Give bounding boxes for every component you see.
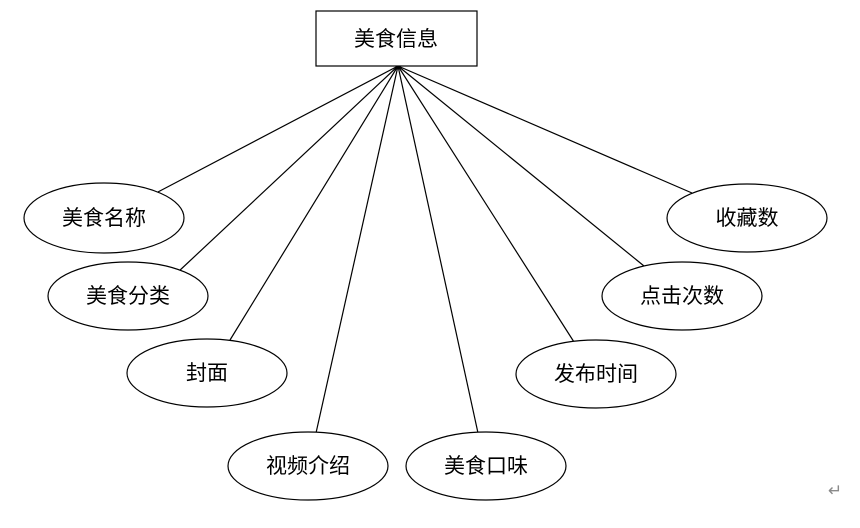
attribute-favorites: 收藏数 bbox=[666, 183, 828, 253]
entity-label: 美食信息 bbox=[354, 27, 438, 51]
paragraph-mark-icon: ↵ bbox=[828, 481, 843, 501]
connector-name bbox=[155, 65, 399, 194]
connector-publish-time bbox=[397, 65, 575, 343]
connector-taste bbox=[397, 65, 479, 434]
attribute-category: 美食分类 bbox=[47, 261, 209, 331]
attribute-label: 发布时间 bbox=[554, 362, 638, 386]
connector-clicks bbox=[397, 65, 645, 267]
attribute-label: 美食口味 bbox=[444, 454, 528, 478]
attribute-clicks: 点击次数 bbox=[601, 261, 763, 331]
attribute-label: 美食分类 bbox=[86, 284, 170, 308]
connector-cover bbox=[229, 65, 399, 341]
attribute-taste: 美食口味 bbox=[405, 431, 567, 501]
connector-category bbox=[177, 65, 399, 273]
attribute-label: 收藏数 bbox=[716, 206, 779, 230]
attribute-video: 视频介绍 bbox=[227, 431, 389, 501]
attribute-label: 视频介绍 bbox=[266, 454, 350, 478]
connector-favorites bbox=[397, 65, 693, 194]
attribute-label: 点击次数 bbox=[640, 284, 724, 308]
attribute-label: 封面 bbox=[186, 361, 228, 385]
attribute-label: 美食名称 bbox=[62, 206, 146, 230]
attribute-cover: 封面 bbox=[126, 338, 288, 408]
attribute-publish-time: 发布时间 bbox=[515, 339, 677, 409]
entity-box: 美食信息 bbox=[315, 10, 478, 67]
connector-lines bbox=[155, 65, 693, 434]
connector-video bbox=[315, 65, 399, 434]
attribute-name: 美食名称 bbox=[23, 182, 185, 254]
